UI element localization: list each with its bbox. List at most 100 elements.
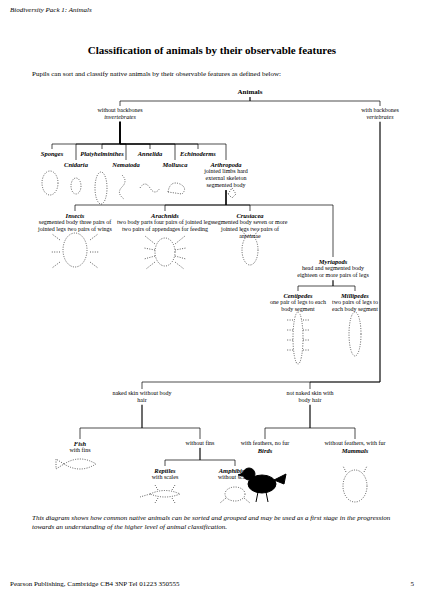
taxon-feature: jointed limbs hard external skeleton seg…	[196, 168, 256, 189]
branch-line	[142, 405, 200, 439]
branch-line	[75, 190, 226, 211]
mammal-ears	[343, 466, 367, 472]
branch-line	[120, 122, 150, 149]
taxon-node: Arachnidstwo body parts four pairs of jo…	[116, 212, 214, 233]
branch-line	[120, 122, 175, 160]
taxon-node: naked skin without body hair	[112, 390, 172, 404]
branch-line	[142, 122, 380, 389]
taxon-feature: with feathers, no fur	[234, 440, 296, 447]
branch-line	[310, 122, 380, 389]
taxon-name: Arachnids	[116, 212, 214, 219]
arachnid-sketch	[155, 238, 175, 266]
cnidaria-sketch	[71, 178, 81, 194]
branch-line	[102, 122, 120, 149]
taxon-node: Insectssegmented body three pairs of joi…	[33, 212, 117, 233]
taxon-name: Arthropoda	[196, 161, 256, 168]
page-note: 5	[396, 580, 414, 588]
taxon-feature: segmented body seven or more jointed leg…	[210, 219, 290, 240]
taxon-node: Reptileswith scales	[141, 467, 189, 481]
taxon-name: Insects	[33, 212, 117, 219]
insect-sketch	[63, 233, 87, 267]
taxon-node: Myriapodshead and segmented body eightee…	[295, 258, 371, 279]
taxon-feature: head and segmented body eighteen or more…	[295, 265, 371, 279]
taxon-node: without feathers, with furMammals	[319, 440, 391, 454]
taxon-node: Echinoderms	[175, 150, 221, 157]
taxon-feature: not naked skin with body hair	[280, 390, 340, 404]
taxon-node: Amphibianswithout scales	[209, 467, 261, 481]
taxon-name: Echinoderms	[175, 150, 221, 157]
taxon-feature: with fins	[60, 447, 100, 454]
mammal-sketch	[343, 470, 367, 502]
taxon-node: without fins	[175, 440, 225, 447]
taxon-name: Amphibians	[209, 467, 261, 474]
taxon-feature: with scales	[141, 474, 189, 481]
taxon-node: Cnidaria	[57, 161, 95, 168]
taxon-feature: two body parts four pairs of jointed leg…	[116, 219, 214, 233]
fish-sketch	[56, 459, 96, 469]
millipede-sketch	[349, 312, 361, 356]
annelid-sketch	[140, 184, 160, 192]
taxon-name: Annelida	[131, 150, 169, 157]
taxon-node: Crustaceasegmented body seven or more jo…	[210, 212, 290, 240]
branch-line	[310, 405, 355, 439]
branch-line	[298, 280, 333, 291]
branch-line	[120, 122, 226, 160]
taxon-name: Reptiles	[141, 467, 189, 474]
centipede-legs	[287, 320, 309, 350]
taxon-node: Sponges	[32, 150, 72, 157]
branch-line	[265, 405, 310, 439]
taxon-node: with feathers, no furBirds	[234, 440, 296, 454]
sponge-sketch	[42, 171, 58, 195]
taxon-name: Animals	[228, 88, 272, 96]
taxon-feature: with backbones	[350, 107, 410, 114]
taxon-name: Centipedes	[269, 292, 327, 299]
mollusc-sketch	[168, 183, 185, 194]
taxon-feature: one pair of legs to each body segment	[269, 299, 327, 313]
taxon-name: Birds	[234, 447, 296, 454]
taxon-feature: without backbones	[80, 107, 160, 114]
flatworm-sketch	[95, 172, 107, 204]
taxon-node: Nematoda	[106, 161, 146, 168]
taxon-node: Animals	[228, 88, 272, 96]
insect-legs	[51, 234, 99, 268]
nematode-sketch	[119, 175, 125, 199]
taxon-name: Myriapods	[295, 258, 371, 265]
page-note: Pupils can sort and classify native anim…	[32, 70, 402, 78]
branch-line	[165, 448, 200, 466]
taxon-node: without backbonesinvertebrates	[80, 107, 160, 121]
branch-line	[165, 190, 226, 211]
taxon-name: Nematoda	[106, 161, 146, 168]
taxon-name: Mammals	[319, 447, 391, 454]
taxon-feature: naked skin without body hair	[112, 390, 172, 404]
bird-tail	[274, 474, 286, 484]
amphibian-legs	[220, 498, 250, 503]
branch-line	[120, 122, 198, 149]
arthropod-sketch	[228, 188, 236, 198]
page-note: Pearson Publishing, Cambridge CB4 3NP Te…	[10, 580, 310, 588]
branch-line	[333, 280, 355, 291]
centipede-sketch	[293, 312, 303, 364]
diagram-caption: This diagram shows how common native ani…	[32, 514, 398, 532]
taxon-node: with backbonesvertebrates	[350, 107, 410, 121]
taxon-node: Annelida	[131, 150, 169, 157]
diagram-title: Classification of animals by their obser…	[20, 44, 404, 56]
branch-line	[226, 190, 250, 211]
taxon-feature: vertebrates	[350, 114, 410, 121]
taxon-node: not naked skin with body hair	[280, 390, 340, 404]
taxon-feature: without feathers, with fur	[319, 440, 391, 447]
taxon-node: Arthropodajointed limbs hard external sk…	[196, 161, 256, 189]
taxon-name: Fish	[60, 440, 100, 447]
taxon-feature: invertebrates	[80, 114, 160, 121]
taxon-name: Crustacea	[210, 212, 290, 219]
taxon-node: Mollusca	[156, 161, 194, 168]
taxon-name: Mollusca	[156, 161, 194, 168]
taxon-node: Centipedesone pair of legs to each body …	[269, 292, 327, 313]
branch-line	[80, 405, 142, 439]
taxon-feature: segmented body three pairs of jointed le…	[33, 219, 117, 233]
amphibian-sketch	[225, 487, 245, 501]
page-note: Biodiversity Pack 1: Animals	[10, 6, 210, 14]
taxon-node: Platyhelminthes	[76, 150, 128, 157]
taxon-feature: without scales	[209, 474, 261, 481]
taxon-name: Millipedes	[332, 292, 378, 299]
arachnid-legs	[144, 236, 186, 269]
